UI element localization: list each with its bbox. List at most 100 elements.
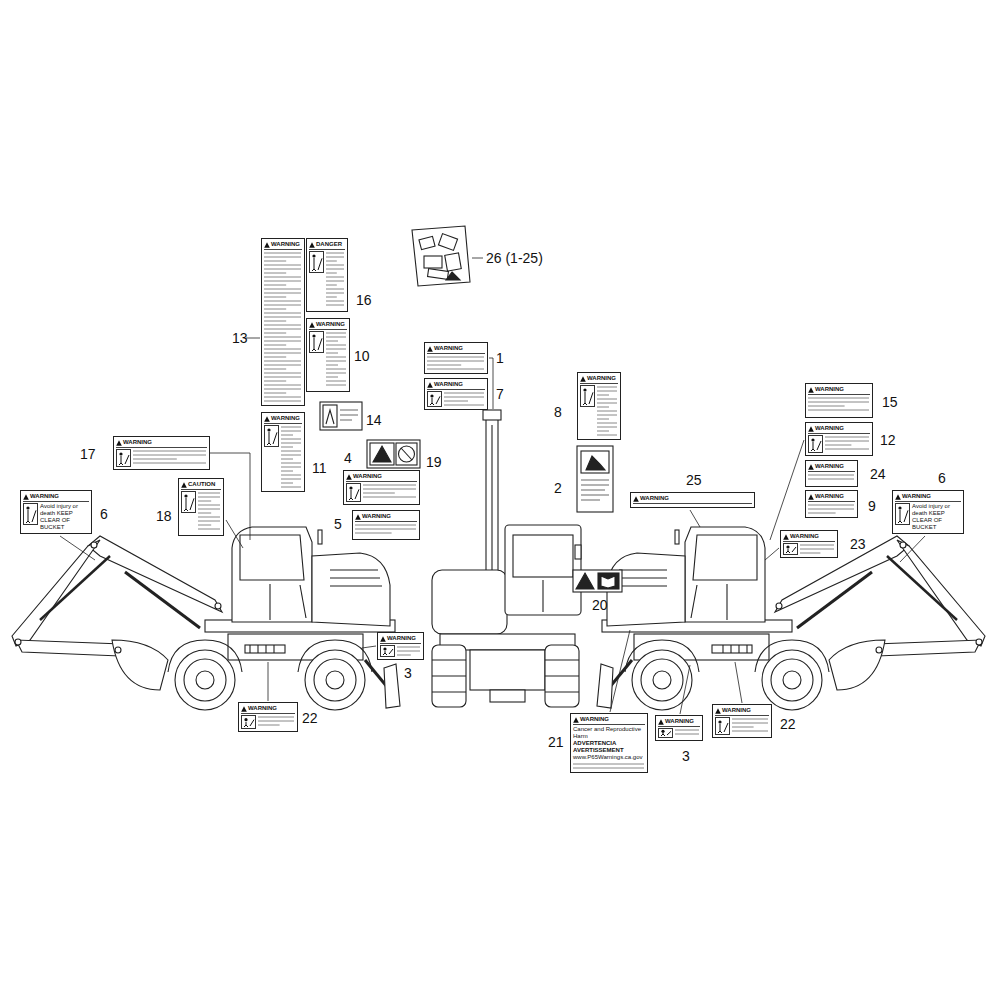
pictogram-decal xyxy=(401,448,412,460)
decal-header: WARNING xyxy=(241,705,295,714)
alert-triangle xyxy=(658,719,664,725)
front-view xyxy=(545,675,579,676)
callout-number: 22 xyxy=(302,710,318,726)
leader-line xyxy=(226,520,243,548)
decal-text-lines xyxy=(808,509,854,510)
pictogram-decal xyxy=(396,443,417,465)
decal-text-lines xyxy=(825,441,869,442)
warning-decal: WARNING xyxy=(577,372,621,440)
hazard-pictogram xyxy=(309,251,324,273)
decal-text-lines xyxy=(326,293,344,294)
alert-triangle xyxy=(264,242,270,247)
decal-text-lines xyxy=(264,401,301,402)
front-view xyxy=(483,410,501,420)
decal-text-lines xyxy=(326,305,344,306)
decal-header: WARNING xyxy=(808,463,855,472)
decal-text-lines xyxy=(675,734,699,735)
hazard-pictogram xyxy=(659,729,673,738)
callout-number: 21 xyxy=(548,734,564,750)
hazard-pictogram xyxy=(310,332,324,353)
decal-text-lines xyxy=(675,730,699,731)
hazard-pictogram xyxy=(26,510,36,523)
decal-text-lines xyxy=(326,345,346,346)
decal-header: WARNING xyxy=(808,425,870,434)
front-view xyxy=(575,545,581,559)
pictogram-decal xyxy=(573,570,622,592)
hazard-pictogram xyxy=(241,715,256,729)
decal-text-lines xyxy=(808,475,854,476)
decal-text-lines xyxy=(198,525,211,526)
pictogram-decal xyxy=(581,451,609,473)
decal-text-lines xyxy=(427,365,461,366)
leader-line xyxy=(610,630,630,712)
decal-text-lines xyxy=(264,265,301,266)
front-view xyxy=(432,570,507,634)
alert-triangle xyxy=(181,482,187,488)
decal-text-lines xyxy=(264,277,301,278)
decal-text-lines xyxy=(264,297,286,298)
decal-text-lines xyxy=(264,377,301,378)
decal-signal-word: WARNING xyxy=(316,321,345,328)
hazard-pictogram xyxy=(265,426,279,447)
leader-line xyxy=(900,536,925,562)
warning-decal: WARNING xyxy=(712,704,772,738)
hazard-pictogram xyxy=(310,252,324,273)
decal-text-lines xyxy=(326,333,346,334)
decal-text-lines xyxy=(264,397,301,398)
leader-line xyxy=(246,338,260,339)
decal-text: www.P65Warnings.ca.gov xyxy=(573,754,645,761)
alert-triangle xyxy=(633,496,639,501)
pictogram-decal xyxy=(581,479,609,480)
hazard-pictogram xyxy=(23,503,38,525)
alert-triangle xyxy=(355,514,361,519)
hazard-pictogram xyxy=(267,428,270,431)
hazard-pictogram xyxy=(182,492,196,513)
decal-text-lines xyxy=(444,397,484,398)
decal-text-lines xyxy=(198,517,220,518)
decal-text-lines xyxy=(427,369,484,370)
decal-header: WARNING xyxy=(573,716,645,725)
alert-triangle xyxy=(783,534,789,540)
decal-text-lines xyxy=(133,449,206,467)
warning-decal: WARNING xyxy=(377,632,424,660)
alert-triangle xyxy=(715,708,721,713)
callout-number: 12 xyxy=(880,432,896,448)
alert-triangle xyxy=(427,382,433,387)
decal-text-lines xyxy=(427,357,484,358)
front-view xyxy=(545,691,579,692)
decal-signal-word: WARNING xyxy=(30,493,59,500)
decal-text: Avoid injury or death KEEP CLEAR OF BUCK… xyxy=(912,503,961,531)
pictogram-decal xyxy=(598,573,619,589)
decal-text-lines xyxy=(258,717,294,718)
decal-text-lines xyxy=(808,513,836,514)
alert-triangle xyxy=(264,416,270,422)
hazard-pictogram xyxy=(658,728,673,738)
pictogram-decal xyxy=(399,446,415,462)
decal-text-lines xyxy=(198,529,220,530)
hazard-pictogram xyxy=(786,545,789,548)
decal-text-lines xyxy=(808,402,869,403)
callout-number: 13 xyxy=(232,330,248,346)
decal-text-lines xyxy=(597,395,609,396)
warning-decal: DANGER xyxy=(306,238,348,312)
alert-triangle xyxy=(427,382,433,388)
callout-number: 2 xyxy=(554,480,562,496)
decal-text-lines xyxy=(397,645,420,657)
hazard-pictogram xyxy=(26,506,29,509)
decal-text-lines xyxy=(326,281,344,282)
decal-text-lines xyxy=(355,523,416,537)
decal-text-lines xyxy=(444,391,484,407)
decal-text-lines xyxy=(397,651,420,652)
decal-text: AVERTISSEMENT xyxy=(573,747,645,754)
callout-number: 16 xyxy=(356,292,372,308)
decal-signal-word: WARNING xyxy=(815,425,844,432)
decal-text-lines xyxy=(264,381,286,382)
decal-header: WARNING xyxy=(355,513,417,522)
hazard-pictogram xyxy=(184,498,194,511)
decal-text-lines xyxy=(732,731,768,732)
decal-signal-word: WARNING xyxy=(271,241,300,248)
callout-number: 23 xyxy=(850,536,866,552)
warning-decal: WARNING xyxy=(424,378,488,410)
decal-text-lines xyxy=(427,355,484,371)
decal-signal-word: WARNING xyxy=(353,473,382,480)
